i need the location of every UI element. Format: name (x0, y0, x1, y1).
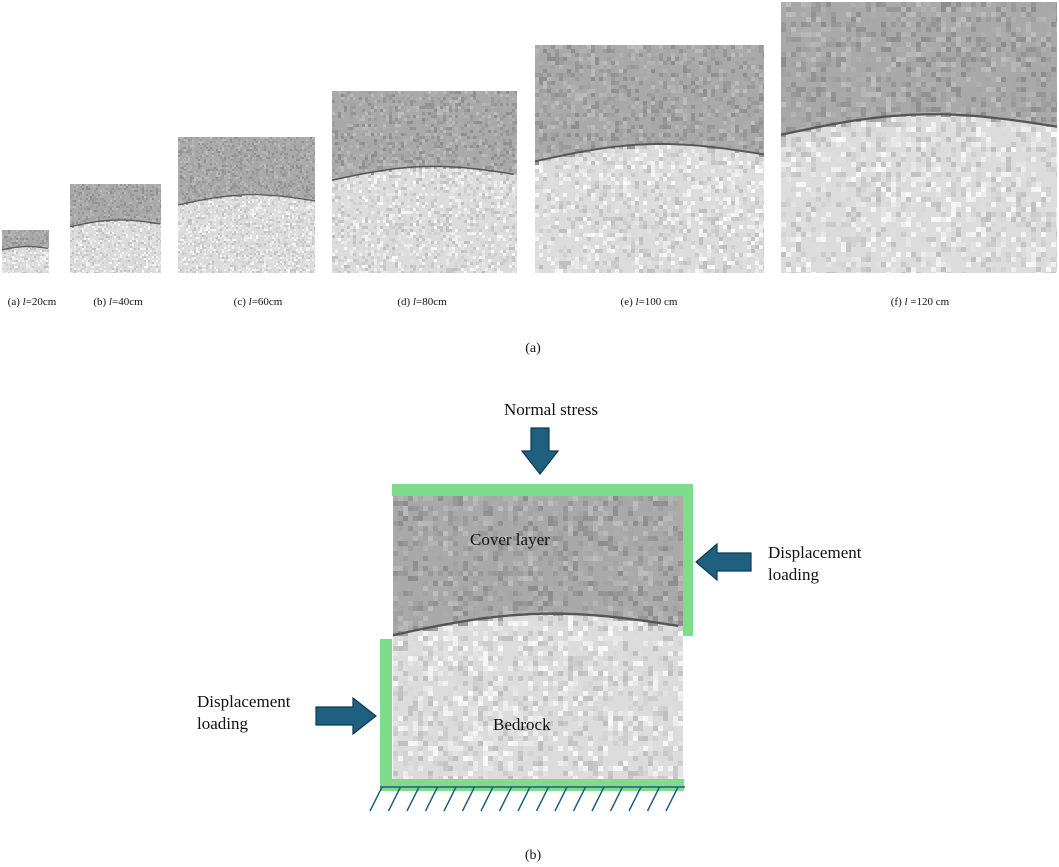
displacement-label-left: Displacement loading (197, 691, 290, 735)
caption-prefix: (a) (7, 296, 23, 308)
caption-a: (a) l=20cm (8, 296, 57, 308)
sample-c (178, 137, 315, 273)
caption-var: l (635, 296, 639, 308)
caption-e: (e) l=100 cm (621, 296, 678, 308)
caption-suffix: =100 cm (638, 296, 678, 308)
caption-var: l (904, 296, 908, 308)
bedrock-label: Bedrock (493, 715, 551, 734)
caption-var: l (22, 296, 26, 308)
caption-suffix: =20cm (25, 296, 57, 308)
caption-prefix: (c) (233, 296, 249, 308)
caption-suffix: =60cm (251, 296, 283, 308)
caption-c: (c) l=60cm (234, 296, 283, 308)
cover-layer-label: Cover layer (470, 530, 550, 549)
caption-d: (d) l=80cm (397, 296, 446, 308)
panel-b-label: (b) (524, 848, 542, 863)
sample-f (781, 2, 1057, 273)
caption-prefix: (d) (397, 296, 413, 308)
displacement-left-line2: loading (197, 714, 248, 733)
sample-a (2, 230, 49, 273)
panel-a-label: (a) (525, 341, 541, 356)
caption-f: (f) l =120 cm (891, 296, 949, 308)
normal-stress-label: Normal stress (504, 400, 598, 419)
left-loading-plate (380, 639, 392, 791)
normal-stress-arrow (521, 427, 559, 475)
displacement-label-right: Displacement loading (768, 542, 861, 586)
caption-b: (b) l=40cm (93, 296, 142, 308)
caption-var: l (248, 296, 252, 308)
caption-var: l (412, 296, 416, 308)
sample-d (332, 91, 517, 273)
caption-var: l (108, 296, 112, 308)
right-loading-plate (683, 484, 693, 636)
displacement-arrow-left (315, 697, 377, 735)
caption-prefix: (f) (890, 296, 905, 308)
top-loading-plate (392, 484, 693, 496)
caption-suffix: =120 cm (907, 296, 950, 308)
displacement-right-line1: Displacement (768, 543, 862, 562)
caption-prefix: (b) (93, 296, 109, 308)
fixed-support-hatching (369, 786, 685, 812)
displacement-arrow-right (695, 543, 752, 581)
displacement-right-line2: loading (768, 565, 819, 584)
sample-b (70, 184, 161, 273)
caption-prefix: (e) (620, 296, 636, 308)
caption-suffix: =40cm (111, 296, 143, 308)
cover-bedrock-specimen (393, 496, 683, 780)
displacement-left-line1: Displacement (197, 692, 291, 711)
sample-e (535, 45, 764, 273)
caption-suffix: =80cm (415, 296, 447, 308)
